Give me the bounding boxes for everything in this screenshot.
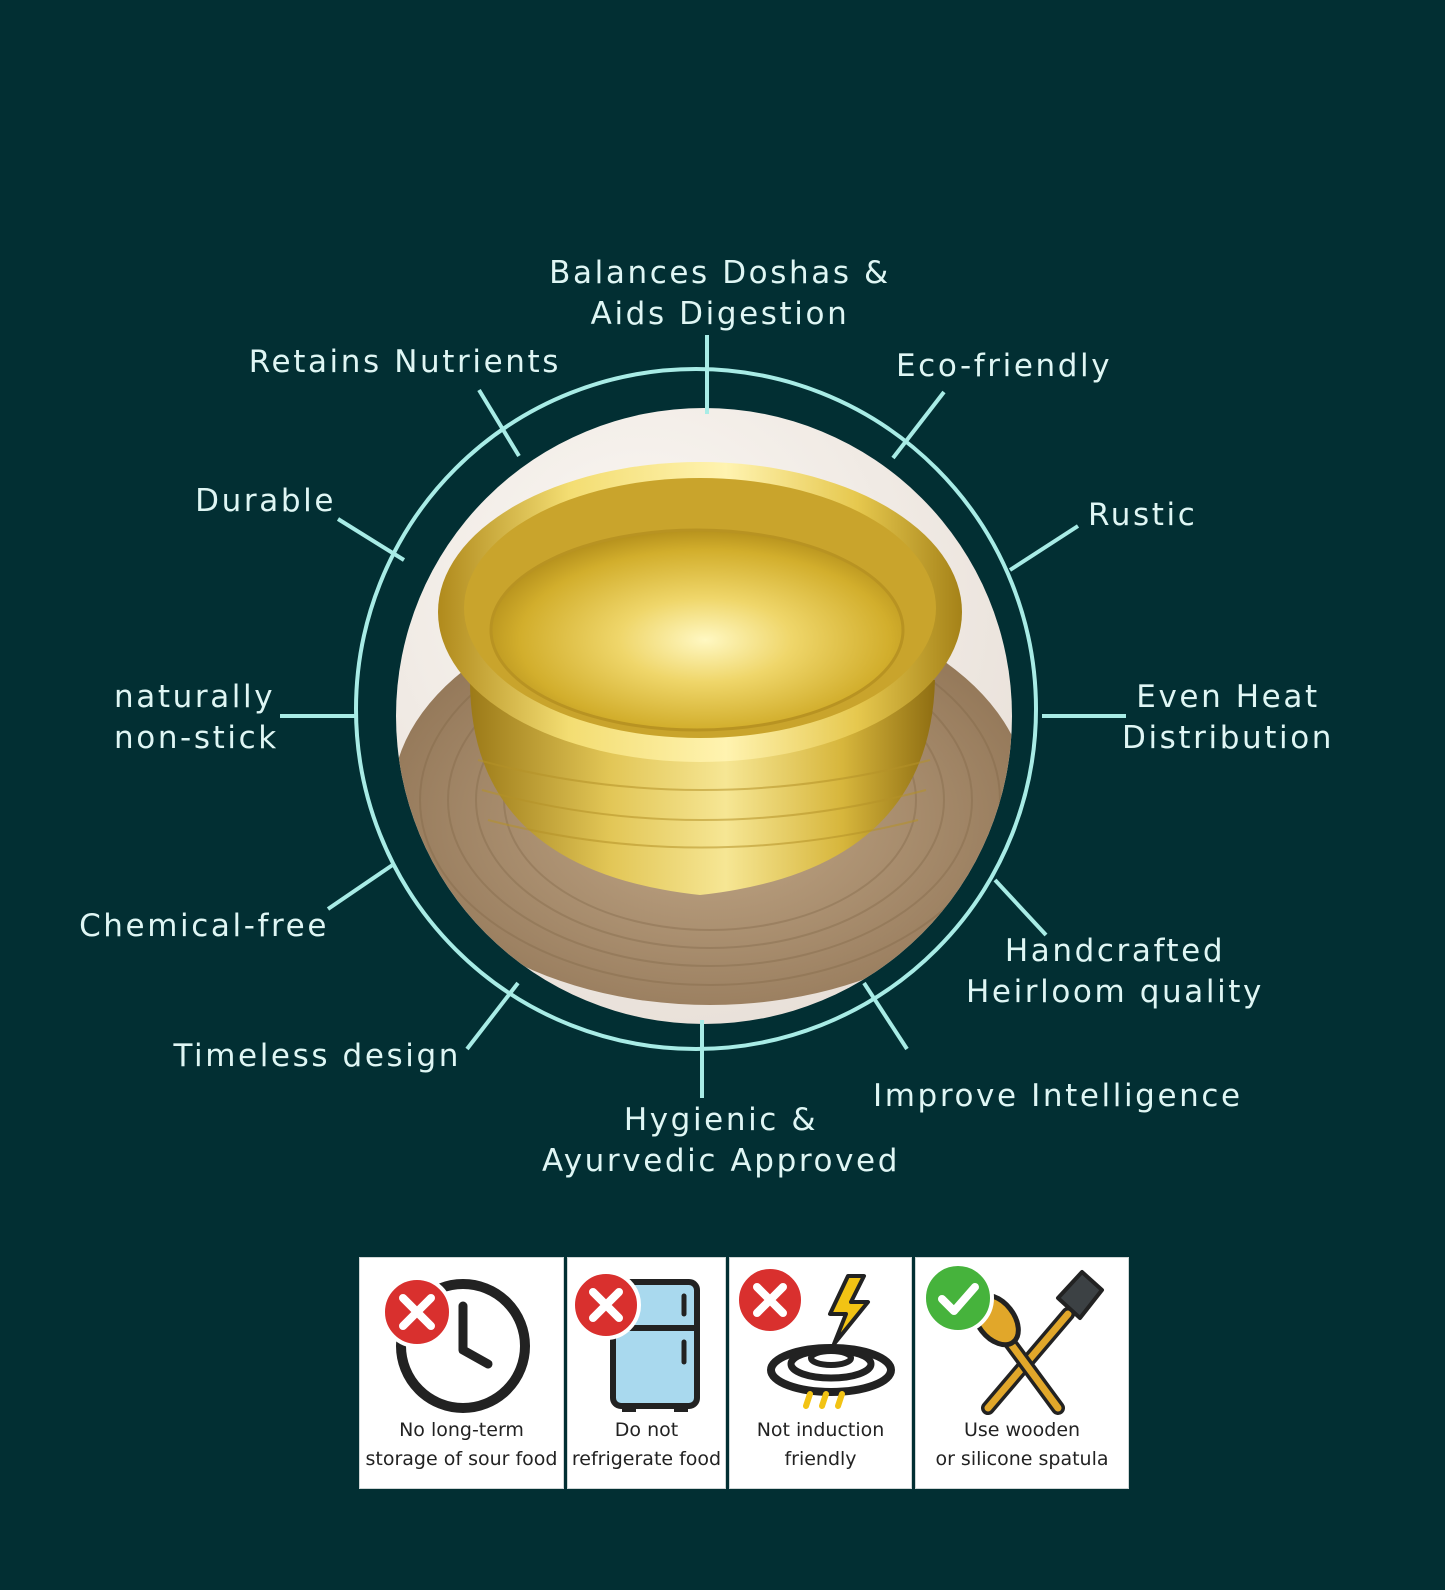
caption-line: or silicone spatula — [935, 1448, 1109, 1470]
x-circle-icon — [735, 1265, 805, 1335]
feature-eco-friendly: Eco-friendly — [896, 346, 1112, 387]
feature-line: Heirloom quality — [966, 974, 1264, 1010]
feature-even-heat-distribution: Even Heat Distribution — [1100, 677, 1356, 759]
care-card-not-induction: Not induction friendly — [729, 1257, 912, 1489]
caption-line: friendly — [784, 1448, 857, 1470]
x-circle-icon — [381, 1276, 453, 1348]
care-caption: Do not refrigerate food — [568, 1416, 725, 1474]
check-circle-icon — [922, 1262, 994, 1334]
brass-pot-photo — [396, 408, 1012, 1024]
feature-timeless-design: Timeless design — [173, 1036, 461, 1077]
caption-line: No long-term — [399, 1419, 524, 1441]
feature-rustic: Rustic — [1088, 495, 1197, 536]
caption-line: Do not — [614, 1419, 679, 1441]
feature-line: Distribution — [1121, 720, 1335, 756]
feature-line: Timeless design — [173, 1038, 461, 1074]
feature-line: naturally — [114, 679, 276, 715]
feature-retains-nutrients: Retains Nutrients — [249, 342, 561, 383]
feature-chemical-free: Chemical-free — [79, 906, 329, 947]
care-card-no-sour-storage: No long-term storage of sour food — [359, 1257, 564, 1489]
care-card-wooden-spatula: Use wooden or silicone spatula — [915, 1257, 1129, 1489]
feature-line: Handcrafted — [1004, 933, 1226, 969]
care-caption: Not induction friendly — [730, 1416, 911, 1474]
induction-cooktop-icon — [767, 1274, 895, 1409]
feature-balances-doshas: Balances Doshas & Aids Digestion — [520, 253, 920, 335]
care-caption: Use wooden or silicone spatula — [916, 1416, 1128, 1474]
care-card-no-refrigerate: Do not refrigerate food — [567, 1257, 726, 1489]
caption-line: Use wooden — [963, 1419, 1081, 1441]
feature-line: non-stick — [114, 720, 279, 756]
care-caption: No long-term storage of sour food — [360, 1416, 563, 1474]
caption-line: storage of sour food — [365, 1448, 558, 1470]
feature-line: Chemical-free — [79, 908, 329, 944]
feature-line: Balances Doshas & — [549, 255, 891, 291]
caption-line: Not induction — [756, 1419, 885, 1441]
feature-improve-intelligence: Improve Intelligence — [873, 1076, 1243, 1117]
feature-durable: Durable — [195, 481, 336, 522]
feature-handcrafted-heirloom: Handcrafted Heirloom quality — [960, 931, 1270, 1013]
feature-naturally-non-stick: naturally non-stick — [114, 677, 279, 759]
x-circle-icon — [571, 1270, 641, 1340]
feature-line: Rustic — [1088, 497, 1198, 533]
feature-hygienic-ayurvedic: Hygienic & Ayurvedic Approved — [525, 1100, 917, 1182]
feature-line: Aids Digestion — [590, 296, 850, 332]
feature-line: Eco-friendly — [896, 348, 1113, 384]
feature-line: Ayurvedic Approved — [542, 1143, 900, 1179]
feature-line: Hygienic & — [623, 1102, 819, 1138]
feature-line: Durable — [195, 483, 336, 519]
caption-line: refrigerate food — [571, 1448, 722, 1470]
feature-line: Even Heat — [1136, 679, 1320, 715]
feature-line: Improve Intelligence — [873, 1078, 1243, 1114]
feature-line: Retains Nutrients — [248, 344, 561, 380]
